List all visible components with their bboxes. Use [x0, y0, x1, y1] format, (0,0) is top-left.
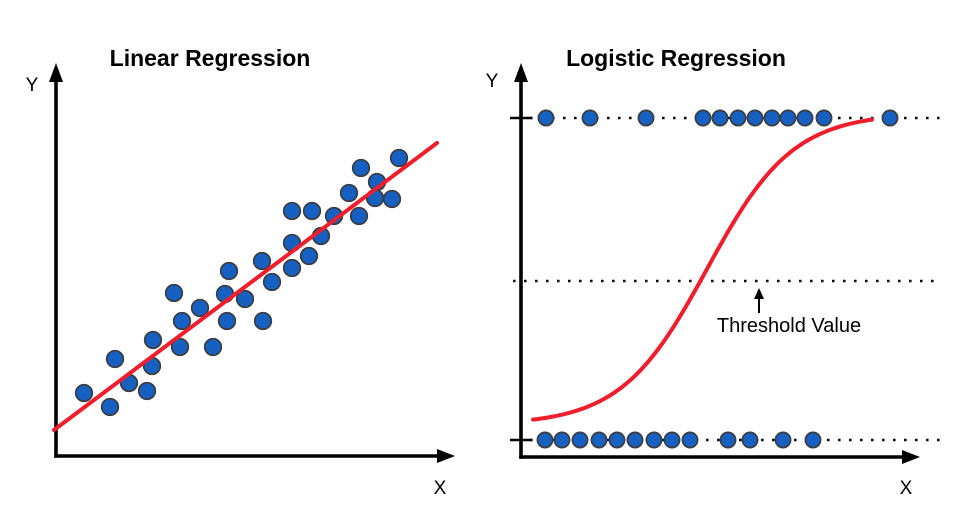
- scatter-point: [389, 148, 409, 168]
- class0-point: [804, 431, 822, 449]
- linear-trend-layer: [52, 141, 439, 432]
- scatter-point: [170, 337, 190, 357]
- linear-x-axis-label: X: [434, 478, 447, 499]
- class0-point: [774, 431, 792, 449]
- scatter-point: [219, 261, 239, 281]
- x-axis-arrowhead: [902, 450, 920, 464]
- linear-y-axis-label: Y: [26, 75, 39, 96]
- x-axis-arrowhead: [437, 449, 455, 463]
- scatter-point: [282, 258, 302, 278]
- scatter-point: [74, 383, 94, 403]
- logistic-points-layer: [536, 109, 899, 449]
- y-axis-arrowhead: [49, 63, 63, 82]
- class1-point: [729, 109, 747, 127]
- linear-title: Linear Regression: [110, 45, 311, 71]
- class1-point: [779, 109, 797, 127]
- scatter-point: [339, 183, 359, 203]
- logistic-x-axis-label: X: [900, 478, 913, 499]
- scatter-point: [164, 283, 184, 303]
- scatter-point: [105, 349, 125, 369]
- scatter-point: [253, 311, 273, 331]
- class0-point: [741, 431, 759, 449]
- scatter-point: [100, 397, 120, 417]
- class1-point: [694, 109, 712, 127]
- logistic-title: Logistic Regression: [566, 45, 786, 71]
- linear-points-layer: [74, 148, 409, 417]
- class0-point: [553, 431, 571, 449]
- y-axis-arrowhead: [514, 63, 528, 82]
- regression-line: [52, 141, 439, 432]
- class1-point: [637, 109, 655, 127]
- class1-point: [815, 109, 833, 127]
- scatter-point: [351, 158, 371, 178]
- class1-point: [796, 109, 814, 127]
- logistic-dotted-layer: [513, 116, 943, 442]
- class0-point: [536, 431, 554, 449]
- class1-point: [537, 109, 555, 127]
- class1-point: [881, 109, 899, 127]
- scatter-point: [235, 289, 255, 309]
- scatter-point: [349, 206, 369, 226]
- scatter-point: [262, 272, 282, 292]
- threshold-annotation-layer: [754, 288, 764, 313]
- sigmoid-curve: [531, 117, 874, 422]
- scatter-point: [203, 337, 223, 357]
- class0-point: [590, 431, 608, 449]
- class1-point: [711, 109, 729, 127]
- logistic-regression-panel: Logistic Regression Y X Threshold Value: [486, 45, 943, 499]
- linear-regression-panel: Linear Regression Y X: [26, 45, 455, 499]
- logistic-y-axis-label: Y: [486, 71, 499, 92]
- scatter-point: [382, 189, 402, 209]
- scatter-point: [172, 311, 192, 331]
- scatter-point: [282, 201, 302, 221]
- class0-point: [645, 431, 663, 449]
- threshold-value-label: Threshold Value: [717, 315, 861, 337]
- scatter-point: [143, 330, 163, 350]
- scatter-point: [252, 251, 272, 271]
- class1-point: [581, 109, 599, 127]
- logistic-curve-layer: [531, 117, 874, 422]
- class0-point: [719, 431, 737, 449]
- class1-point: [763, 109, 781, 127]
- class0-point: [626, 431, 644, 449]
- class0-point: [571, 431, 589, 449]
- logistic-axes-layer: [510, 63, 920, 464]
- class0-point: [663, 431, 681, 449]
- class1-point: [746, 109, 764, 127]
- class0-point: [608, 431, 626, 449]
- linear-axes-layer: [49, 63, 455, 463]
- scatter-point: [217, 311, 237, 331]
- scatter-point: [299, 246, 319, 266]
- class0-point: [681, 431, 699, 449]
- scatter-point: [137, 381, 157, 401]
- scatter-point: [302, 201, 322, 221]
- scatter-point: [190, 298, 210, 318]
- threshold-arrowhead: [754, 288, 764, 299]
